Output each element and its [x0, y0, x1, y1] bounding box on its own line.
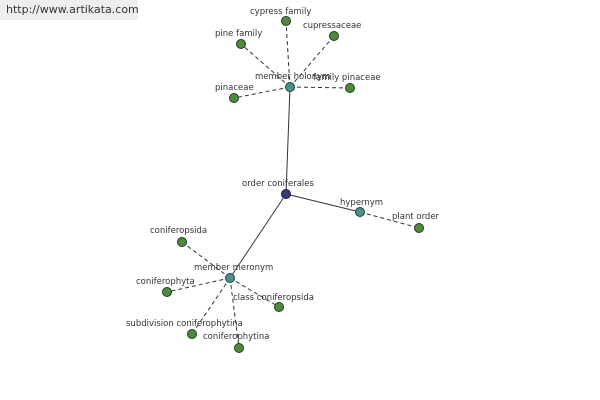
label-hypernym[interactable]: hypernym — [340, 198, 383, 208]
edge-hypernym-y1 — [359, 211, 420, 229]
node-family-pinaceae[interactable] — [345, 83, 355, 93]
edge-root-hypernym — [285, 193, 361, 213]
edge-meronym-m5 — [229, 277, 240, 349]
edge-holonym-h2 — [289, 35, 335, 88]
edge-meronym-m4 — [191, 277, 231, 335]
node-member-holonym[interactable] — [285, 82, 295, 92]
node-plant-order[interactable] — [414, 223, 424, 233]
node-coniferophyta[interactable] — [162, 287, 172, 297]
edge-holonym-h4 — [289, 86, 351, 89]
node-pinaceae[interactable] — [229, 93, 239, 103]
label-family-pinaceae[interactable]: family pinaceae — [313, 73, 381, 83]
edge-meronym-m1 — [181, 241, 231, 279]
node-coniferopsida[interactable] — [177, 237, 187, 247]
node-class-coniferopsida[interactable] — [274, 302, 284, 312]
label-coniferophyta[interactable]: coniferophyta — [136, 277, 195, 287]
label-coniferopsida[interactable]: coniferopsida — [150, 226, 207, 236]
edge-holonym-h5 — [233, 86, 291, 99]
graph-edges — [166, 20, 420, 349]
edge-holonym-h3 — [240, 43, 291, 88]
site-url[interactable]: http://www.artikata.com — [0, 0, 139, 20]
label-plant-order[interactable]: plant order — [392, 212, 440, 222]
label-member-meronym[interactable]: member meronym — [194, 263, 273, 273]
label-coniferophytina[interactable]: coniferophytina — [203, 332, 269, 342]
label-member-holonym[interactable]: member holonym — [255, 72, 330, 82]
node-member-meronym[interactable] — [225, 273, 235, 283]
label-order-coniferales[interactable]: order coniferales — [242, 179, 315, 189]
node-cupressaceae[interactable] — [329, 31, 339, 41]
edge-meronym-m3 — [229, 277, 280, 308]
edge-root-holonym — [285, 86, 291, 195]
edge-root-meronym — [229, 193, 287, 279]
graph-nodes — [162, 16, 424, 353]
node-coniferophytina[interactable] — [234, 343, 244, 353]
label-subdivision-coniferophytina[interactable]: subdivision coniferophytina — [126, 319, 243, 329]
node-cypress-family[interactable] — [281, 16, 291, 26]
label-class-coniferopsida[interactable]: class coniferopsida — [233, 293, 314, 303]
node-pine-family[interactable] — [236, 39, 246, 49]
edge-meronym-m2 — [166, 277, 231, 293]
graph-labels: cypress family cupressaceae pine family fam… — [126, 7, 440, 342]
node-order-coniferales[interactable] — [281, 189, 291, 199]
label-cupressaceae[interactable]: cupressaceae — [303, 21, 361, 31]
node-hypernym[interactable] — [355, 207, 365, 217]
node-subdivision-coniferophytina[interactable] — [187, 329, 197, 339]
label-pine-family[interactable]: pine family — [215, 29, 262, 39]
label-cypress-family[interactable]: cypress family — [250, 7, 311, 17]
label-pinaceae[interactable]: pinaceae — [215, 83, 254, 93]
